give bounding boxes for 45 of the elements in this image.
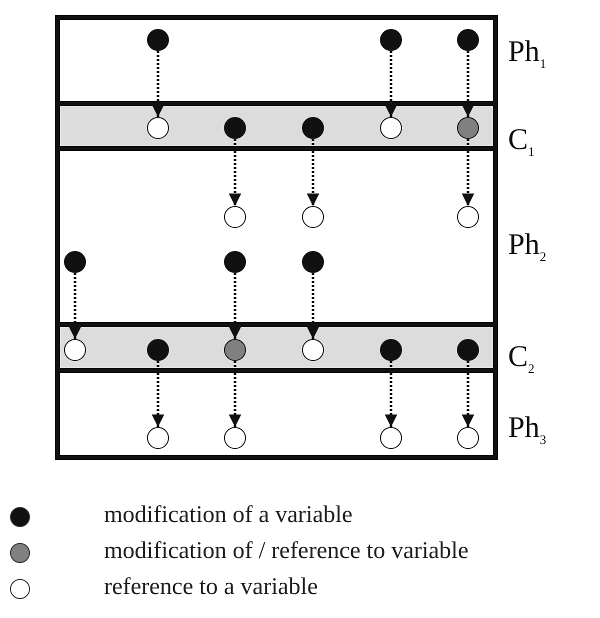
circle-marker	[457, 206, 479, 228]
circle-marker	[302, 339, 324, 361]
dotted-arrow	[462, 139, 474, 206]
circle-marker	[380, 339, 402, 361]
circle-marker	[147, 29, 169, 51]
dotted-arrow	[228, 139, 242, 206]
band-label: Ph$_{1}$	[508, 37, 546, 70]
circle-marker	[147, 117, 169, 139]
circle-marker	[380, 29, 402, 51]
dotted-arrow	[306, 139, 320, 206]
band-label: Ph$_{3}$	[508, 413, 546, 446]
dotted-arrow	[462, 361, 474, 427]
dotted-arrow	[152, 51, 164, 117]
circle-marker	[380, 427, 402, 449]
dotted-arrow	[228, 273, 242, 339]
circle-marker	[302, 117, 324, 139]
band-label: C$_{2}$	[508, 342, 535, 375]
circle-marker	[147, 339, 169, 361]
dotted-arrow	[68, 273, 82, 339]
circle-marker	[224, 117, 246, 139]
band-label: Ph$_{2}$	[508, 230, 546, 263]
circle-marker	[380, 117, 402, 139]
dotted-arrow	[384, 361, 398, 427]
band-label: C$_{1}$	[508, 125, 535, 158]
legend-text: modification of / reference to variable	[104, 538, 468, 565]
circle-marker	[224, 427, 246, 449]
legend-text: modification of a variable	[104, 502, 353, 529]
dotted-arrow	[228, 361, 242, 427]
circle-marker	[64, 251, 86, 273]
dotted-arrow	[462, 51, 474, 117]
circle-marker	[224, 206, 246, 228]
circle-marker	[224, 339, 246, 361]
circle-marker	[147, 427, 169, 449]
circle-marker	[457, 427, 479, 449]
circle-marker	[224, 251, 246, 273]
circle-marker	[302, 206, 324, 228]
circle-marker	[64, 339, 86, 361]
circle-marker	[457, 117, 479, 139]
dotted-arrow	[306, 273, 320, 339]
circle-marker	[457, 29, 479, 51]
circle-marker	[457, 339, 479, 361]
circle-marker	[302, 251, 324, 273]
dotted-arrow	[152, 361, 164, 427]
dotted-arrow	[384, 51, 398, 117]
legend-text: reference to a variable	[104, 574, 318, 601]
